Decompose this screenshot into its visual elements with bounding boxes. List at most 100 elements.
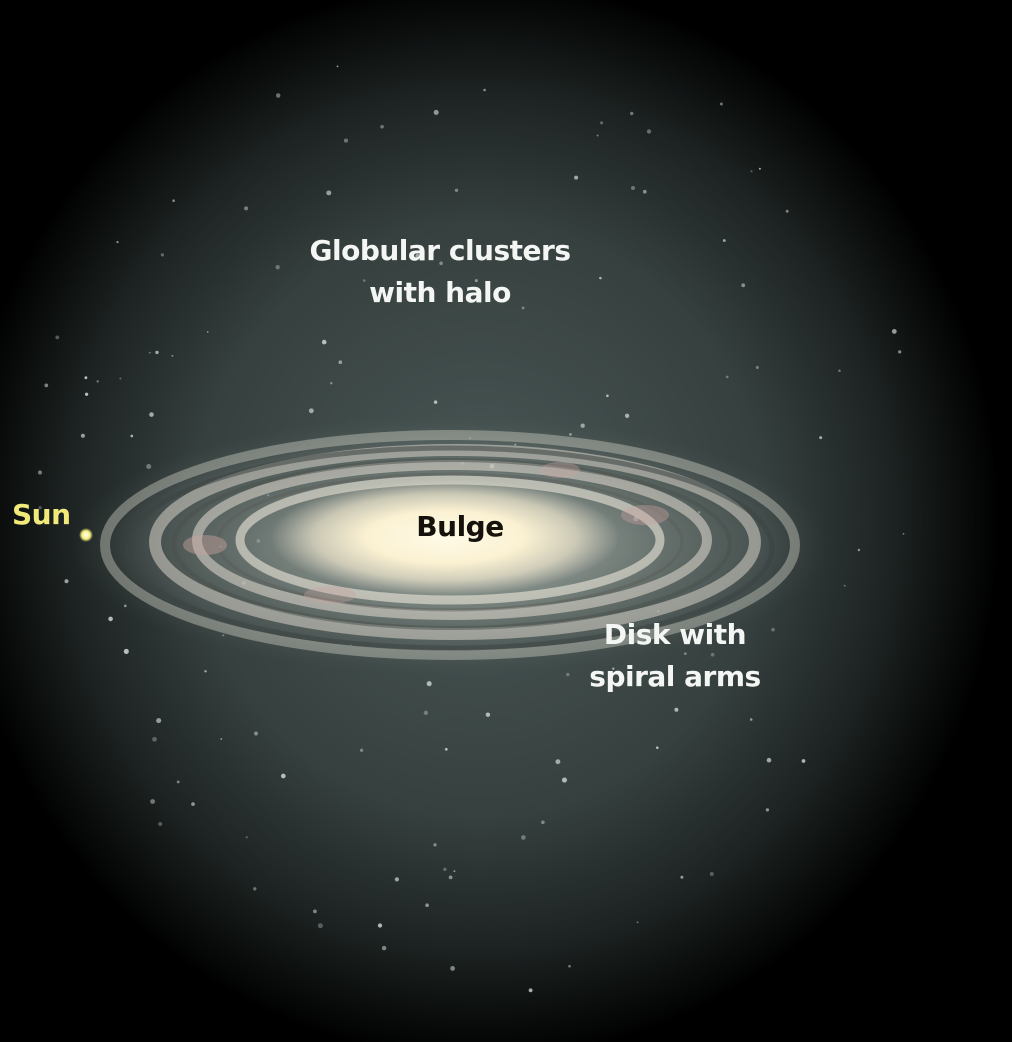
star [280, 773, 286, 779]
star [722, 239, 726, 242]
star [254, 731, 258, 736]
star [84, 376, 88, 380]
star [158, 822, 163, 826]
star [244, 206, 249, 211]
star [566, 672, 570, 677]
star [624, 413, 630, 418]
star [37, 470, 43, 475]
star [204, 670, 207, 673]
star [801, 759, 806, 763]
star [646, 129, 652, 134]
halo-label: Globular clusters with halo [290, 230, 590, 314]
star [415, 253, 420, 259]
star [448, 875, 453, 880]
star [44, 383, 49, 388]
star [55, 335, 60, 340]
star [766, 757, 772, 763]
star [394, 877, 400, 882]
star [819, 436, 823, 440]
star [528, 988, 533, 993]
star [326, 190, 332, 196]
star [485, 712, 491, 717]
star [443, 867, 447, 871]
star [541, 820, 545, 825]
star [709, 872, 714, 876]
star [568, 964, 571, 968]
star [636, 921, 639, 924]
star [275, 93, 281, 98]
star [785, 209, 789, 213]
star [710, 652, 715, 657]
star [206, 331, 209, 333]
star [596, 134, 599, 137]
bulge-label: Bulge [390, 506, 530, 548]
star [857, 548, 861, 552]
star [96, 380, 99, 383]
star [343, 138, 349, 143]
star [149, 412, 154, 417]
star [755, 366, 759, 369]
star [599, 276, 602, 280]
star [317, 923, 323, 929]
star [838, 369, 841, 372]
star [330, 382, 333, 385]
star [725, 375, 729, 379]
star [363, 279, 366, 282]
star [402, 252, 406, 256]
star [450, 966, 455, 971]
star [630, 111, 634, 116]
star [521, 306, 525, 310]
halo-label-line-1: Globular clusters [309, 234, 572, 267]
star [191, 802, 195, 806]
star [308, 408, 314, 414]
star [483, 88, 486, 92]
star [843, 584, 846, 587]
star [321, 339, 327, 345]
star [171, 354, 174, 357]
star [313, 909, 317, 914]
star [156, 718, 162, 724]
star [359, 748, 364, 752]
galactic-bulge [270, 479, 620, 595]
star [220, 738, 223, 740]
star [433, 109, 439, 115]
star [84, 392, 89, 396]
star [771, 627, 775, 632]
star [521, 835, 526, 840]
star [684, 652, 687, 655]
star [606, 394, 609, 398]
halo-label-line-2: with halo [369, 276, 511, 309]
star [336, 65, 339, 68]
star [338, 360, 343, 365]
star [423, 710, 429, 715]
star [750, 170, 753, 173]
star [719, 102, 723, 106]
star [245, 836, 248, 839]
bulge-label-text: Bulge [416, 510, 504, 543]
star [253, 887, 257, 891]
star [80, 433, 85, 438]
sun-label-text: Sun [12, 498, 71, 531]
star [574, 175, 579, 180]
sun-label: Sun [12, 494, 82, 536]
star [425, 903, 429, 907]
star [426, 681, 432, 687]
sun-marker [79, 528, 93, 542]
star [116, 241, 119, 244]
star [172, 199, 175, 202]
star [108, 616, 113, 622]
star [741, 283, 746, 288]
star [555, 759, 561, 765]
star [642, 189, 647, 194]
star [454, 188, 459, 192]
star [381, 945, 387, 951]
star [749, 718, 753, 721]
star [612, 667, 615, 670]
star [898, 350, 902, 354]
star [130, 434, 134, 438]
star [656, 746, 659, 749]
star [600, 121, 604, 125]
star [155, 350, 159, 355]
star [680, 875, 684, 879]
